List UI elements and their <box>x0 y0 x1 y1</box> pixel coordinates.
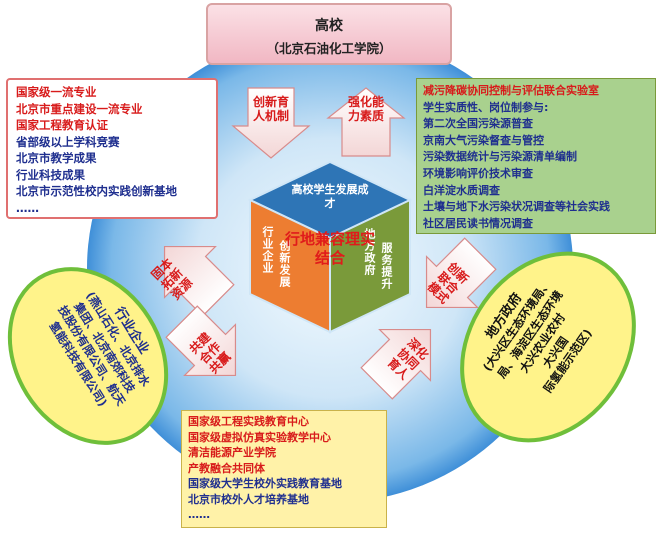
right-box-line: 污染数据统计与污染源清单编制 <box>423 150 577 164</box>
left-box-line: 省部级以上学科竞赛 <box>16 134 120 149</box>
right-box-title: 减污降碳协同控制与评估联合实验室 <box>423 84 599 97</box>
right-box-line: 京南大气污染督查与管控 <box>423 133 544 147</box>
right-box-line: 学生实质性、岗位制参与: <box>423 100 549 114</box>
right-top-box: 减污降碳协同控制与评估联合实验室 学生实质性、岗位制参与: 第二次全国污染源普查… <box>416 78 656 234</box>
bottom-box-line: 北京市校外人才培养基地 <box>188 492 309 506</box>
bottom-box-line: …… <box>188 508 210 521</box>
arrow-label-text: 创新育人机制 <box>252 95 289 123</box>
bottom-box-red-line: 国家级工程实践教育中心 <box>188 415 309 428</box>
bottom-box-line: 国家级大学生校外实践教育基地 <box>188 477 342 490</box>
bottom-box-red-line: 产教融合共同体 <box>188 461 265 475</box>
cube-right-label-b: 地方政府 <box>363 228 376 276</box>
top-box: 高校 （北京石油化工学院） <box>206 3 452 65</box>
right-box-line: 土壤与地下水污染状况调查等社会实践 <box>423 200 610 214</box>
right-box-line: 社区居民读书情况调查 <box>423 216 533 230</box>
cube-left-label-b: 创新发展 <box>278 240 291 288</box>
left-box-line: 北京市示范性校内实践创新基地 <box>16 184 177 198</box>
cube-left-label-a: 行业企业 <box>261 226 274 274</box>
left-box-red-line: 北京市重点建设一流专业 <box>16 101 143 116</box>
arrow-right-upper <box>425 237 497 309</box>
top-box-subtitle: （北京石油化工学院） <box>266 41 392 56</box>
arrow-label-top-left: 创新育人机制 <box>250 95 292 123</box>
cube-top-label: 高校学生发展成才 <box>291 183 369 210</box>
right-box-line: 第二次全国污染源普查 <box>423 117 533 131</box>
right-oval <box>460 251 636 443</box>
bottom-box-red-line: 清洁能源产业学院 <box>188 446 276 459</box>
left-box-line: 北京市教学成果 <box>16 151 97 165</box>
left-box-line: 行业科技成果 <box>16 167 85 182</box>
top-box-title: 高校 <box>315 18 343 34</box>
left-box-line: …… <box>16 200 39 215</box>
left-oval <box>7 267 169 445</box>
arrow-top-right <box>326 87 406 157</box>
bottom-box-red-line: 国家级虚拟仿真实验教学中心 <box>188 430 331 444</box>
cube-center-label: 行地兼容理实结合 <box>284 230 375 267</box>
left-box-red-line: 国家级一流专业 <box>16 85 97 99</box>
left-box-red-line: 国家工程教育认证 <box>16 118 108 132</box>
arrow-top-left <box>231 87 311 159</box>
center-cube <box>247 160 413 334</box>
left-top-box: 国家级一流专业 北京市重点建设一流专业 国家工程教育认证 省部级以上学科竞赛 北… <box>6 78 218 219</box>
bottom-box: 国家级工程实践教育中心 国家级虚拟仿真实验教学中心 清洁能源产业学院 产教融合共… <box>181 410 387 528</box>
arrow-label-top-right: 强化能力素质 <box>344 95 388 123</box>
right-box-line: 环境影响评价技术审查 <box>423 166 533 180</box>
arrow-right-lower <box>360 328 432 400</box>
arrow-left-lower <box>165 305 237 377</box>
right-box-line: 白洋淀水质调查 <box>423 183 500 197</box>
cube-right-label-a: 服务提升 <box>380 242 393 290</box>
arrow-label-text: 强化能力素质 <box>347 95 384 123</box>
